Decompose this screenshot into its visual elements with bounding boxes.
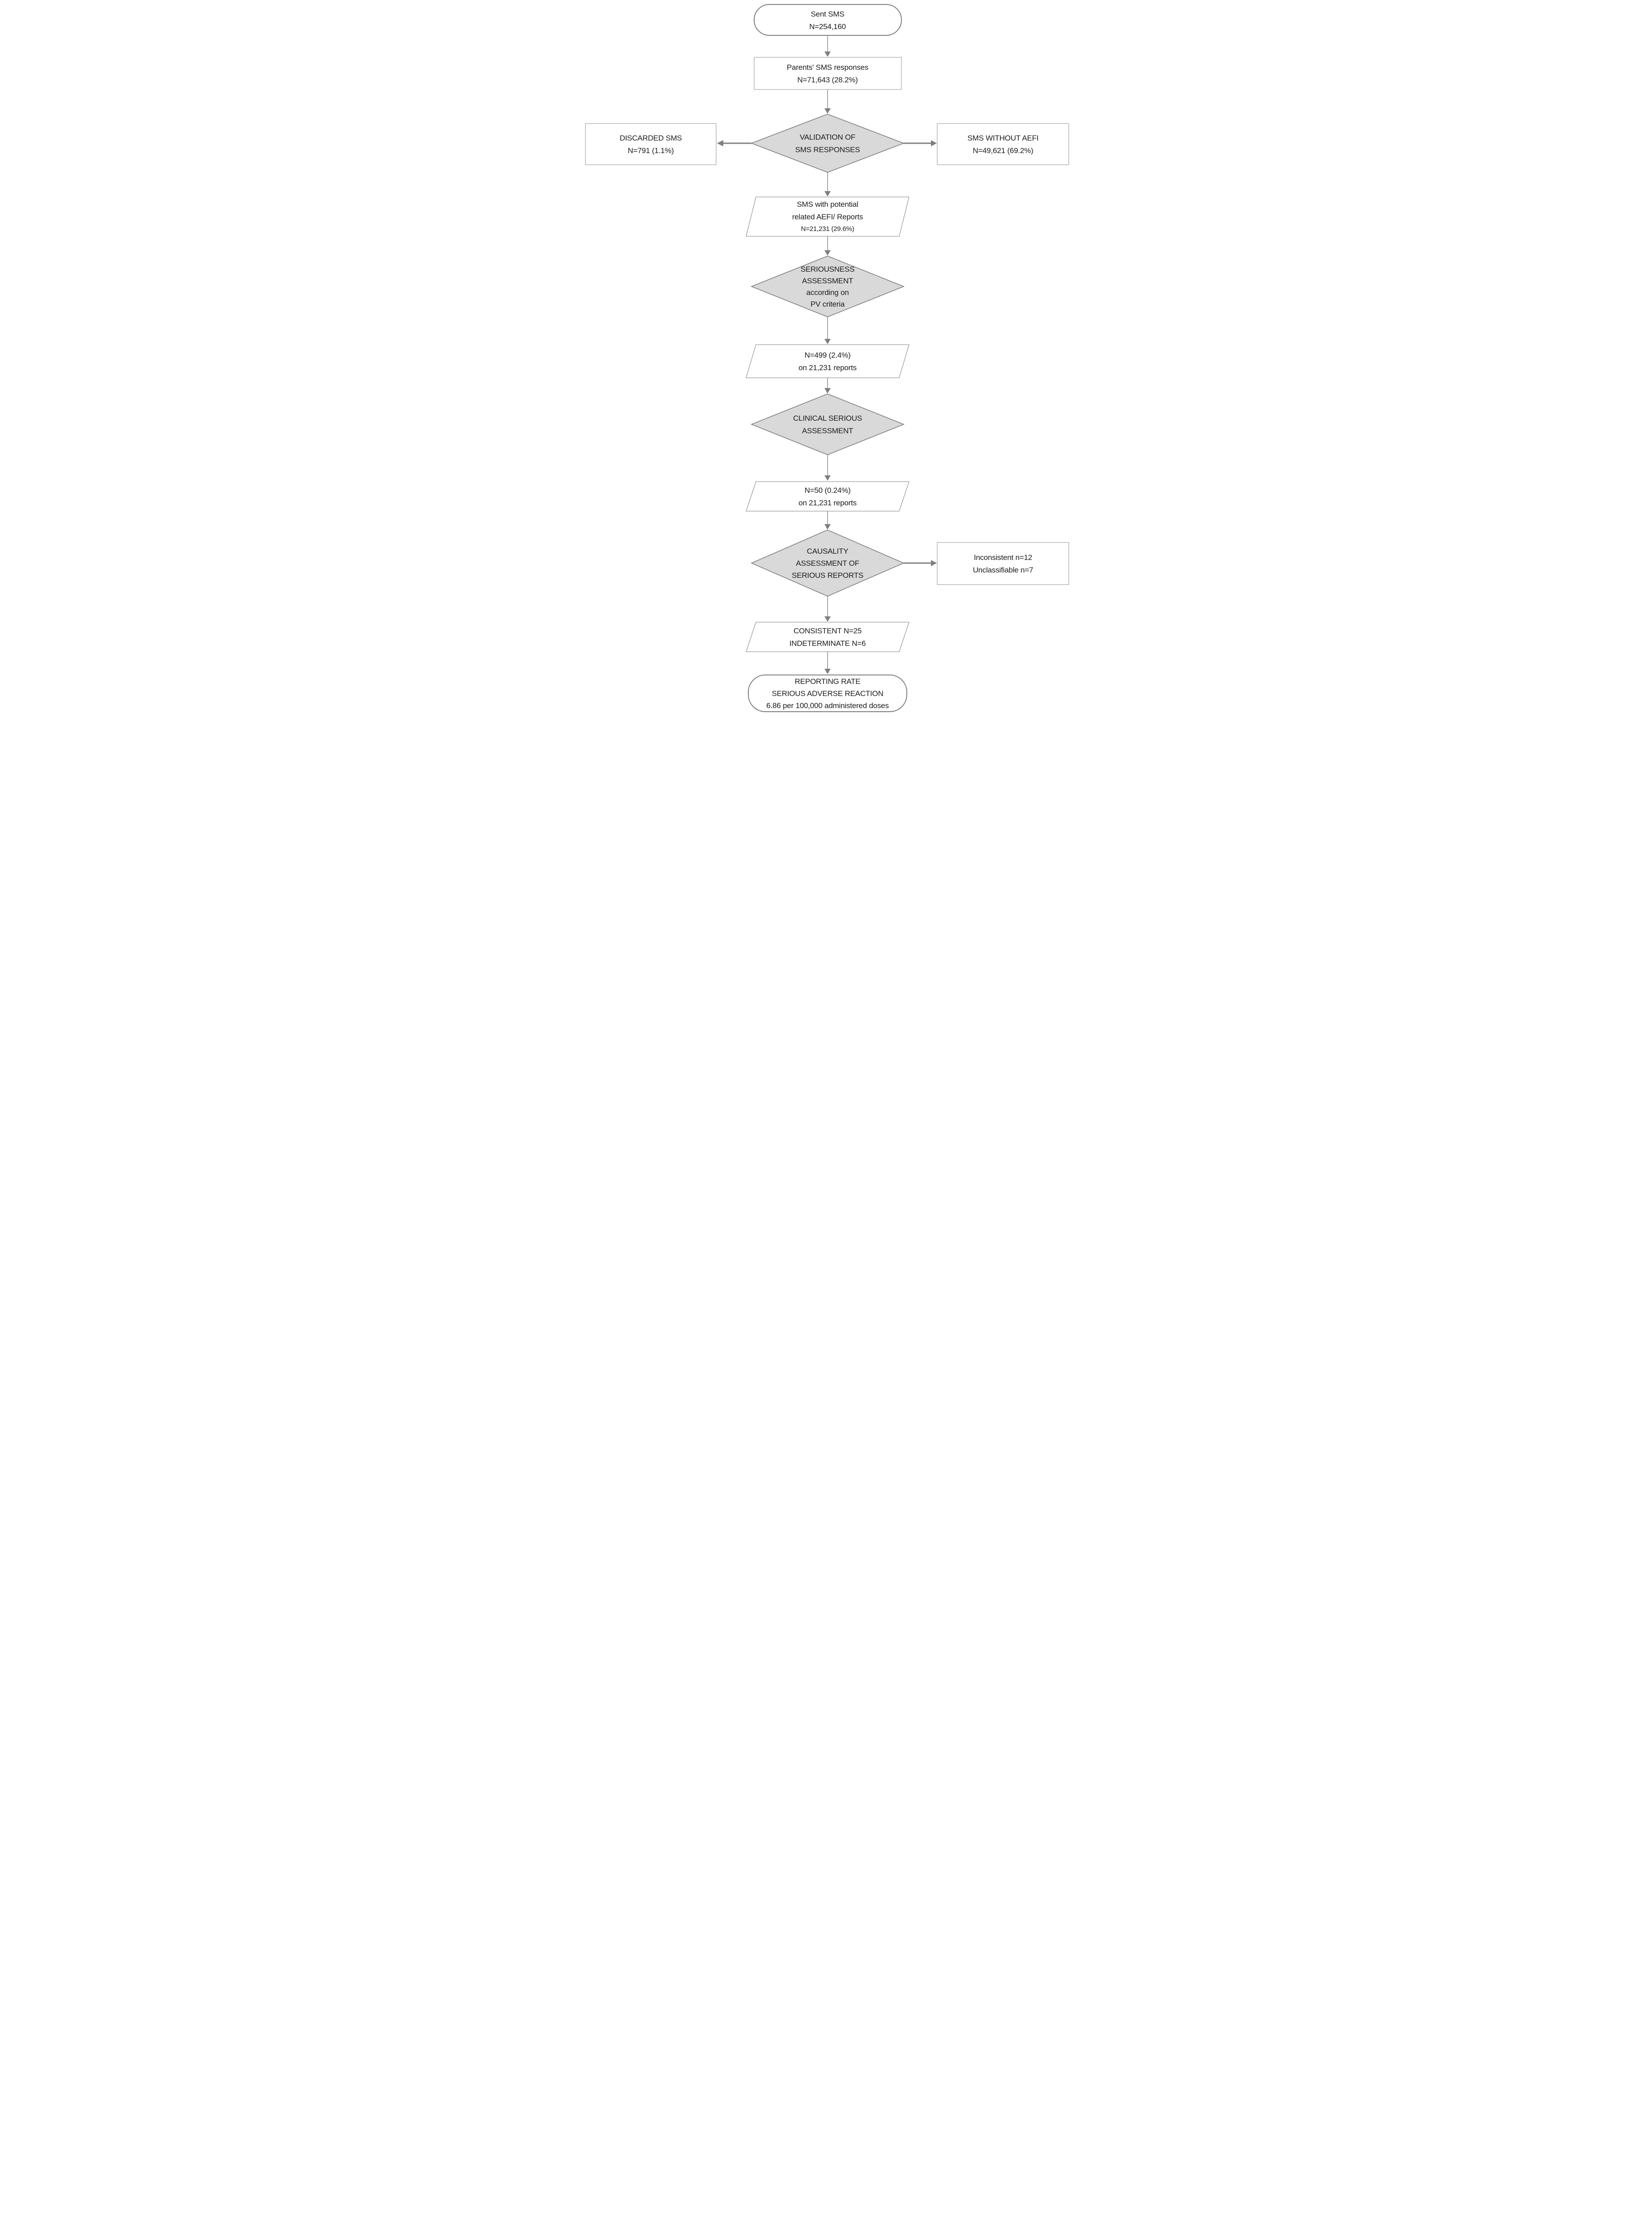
clinical-serious-shape <box>745 481 909 512</box>
parents-responses-line-2: N=71,643 (28.2%) <box>797 76 858 84</box>
inconsistent-line-2: Unclassifiable n=7 <box>973 566 1033 574</box>
reporting-rate-line-3: 6.86 per 100,000 administered doses <box>766 701 889 710</box>
node-consistent: CONSISTENT N=25 INDETERMINATE N=6 <box>745 622 909 652</box>
arrow-clinical-serious-to-causality <box>824 511 831 530</box>
arrow-potential-to-seriousness <box>824 236 831 256</box>
discarded-shape <box>585 123 717 165</box>
arrow-causality-to-inconsistent <box>903 560 937 566</box>
causality-line-3: SERIOUS REPORTS <box>791 571 863 580</box>
arrow-head <box>824 388 831 393</box>
arrow-validation-to-without-aefi <box>903 140 937 146</box>
node-causality: CAUSALITY ASSESSMENT OF SERIOUS REPORTS <box>750 530 905 597</box>
clinical-line-1: CLINICAL SERIOUS <box>793 414 862 423</box>
seriousness-line-3: according on <box>806 288 849 297</box>
arrow-head <box>824 524 831 530</box>
node-reporting-rate: REPORTING RATE SERIOUS ADVERSE REACTION … <box>747 675 907 712</box>
flowchart-canvas: Sent SMS N=254,160 Parents' SMS response… <box>585 4 1069 712</box>
arrow-seriousness-to-pv-serious <box>824 317 831 344</box>
node-discarded: DISCARDED SMS N=791 (1.1%) <box>585 123 717 165</box>
arrow-head <box>717 140 723 146</box>
node-potential-aefi: SMS with potential related AEFI/ Reports… <box>745 196 909 237</box>
pv-serious-line-2: on 21,231 reports <box>798 363 857 372</box>
sent-sms-line-1: Sent SMS <box>811 10 844 18</box>
node-seriousness: SERIOUSNESS ASSESSMENT according on PV c… <box>750 256 905 317</box>
arrow-validation-to-discarded <box>717 140 751 146</box>
node-validation: VALIDATION OF SMS RESPONSES <box>750 114 905 173</box>
arrow-pv-serious-to-clinical <box>824 378 831 393</box>
arrow-head <box>824 191 831 196</box>
arrow-head <box>931 560 937 566</box>
inconsistent-shape <box>936 542 1069 585</box>
clinical-serious-line-1: N=50 (0.24%) <box>804 486 850 495</box>
potential-aefi-line-3: N=21,231 (29.6%) <box>801 225 854 233</box>
potential-aefi-line-2: related AEFI/ Reports <box>792 213 862 221</box>
sent-sms-line-2: N=254,160 <box>809 22 846 31</box>
validation-line-2: SMS RESPONSES <box>795 145 860 154</box>
arrow-head <box>824 250 831 256</box>
node-clinical-serious: N=50 (0.24%) on 21,231 reports <box>745 481 909 512</box>
pv-serious-line-1: N=499 (2.4%) <box>804 351 850 359</box>
node-sent-sms: Sent SMS N=254,160 <box>753 4 902 36</box>
pv-serious-shape <box>745 344 909 378</box>
arrow-head <box>824 475 831 481</box>
causality-line-1: CAUSALITY <box>807 547 848 555</box>
without-aefi-line-2: N=49,621 (69.2%) <box>973 146 1033 155</box>
arrow-causality-to-consistent <box>824 596 831 622</box>
without-aefi-line-1: SMS WITHOUT AEFI <box>967 134 1038 142</box>
discarded-line-2: N=791 (1.1%) <box>628 146 674 155</box>
potential-aefi-shape <box>745 196 909 237</box>
parents-responses-line-1: Parents' SMS responses <box>786 63 868 72</box>
without-aefi-shape <box>936 123 1069 165</box>
flowchart: Sent SMS N=254,160 Parents' SMS response… <box>580 0 1072 717</box>
arrow-head <box>824 108 831 114</box>
clinical-serious-line-2: on 21,231 reports <box>798 499 857 507</box>
clinical-shape <box>750 393 905 455</box>
arrow-parents-to-validation <box>824 90 831 114</box>
node-inconsistent: Inconsistent n=12 Unclassifiable n=7 <box>936 542 1069 585</box>
arrow-clinical-to-clinical-serious <box>824 455 831 481</box>
node-pv-serious: N=499 (2.4%) on 21,231 reports <box>745 344 909 378</box>
reporting-rate-line-2: SERIOUS ADVERSE REACTION <box>772 689 883 698</box>
node-parents-responses: Parents' SMS responses N=71,643 (28.2%) <box>753 57 902 90</box>
discarded-line-1: DISCARDED SMS <box>619 134 682 142</box>
seriousness-line-1: SERIOUSNESS <box>800 265 854 273</box>
consistent-line-1: CONSISTENT N=25 <box>793 627 861 635</box>
arrow-head <box>824 339 831 344</box>
arrow-head <box>824 51 831 57</box>
node-clinical: CLINICAL SERIOUS ASSESSMENT <box>750 393 905 455</box>
arrow-head <box>824 669 831 674</box>
reporting-rate-line-1: REPORTING RATE <box>794 677 860 686</box>
seriousness-line-2: ASSESSMENT <box>802 277 853 285</box>
parents-responses-shape <box>753 57 902 90</box>
seriousness-line-4: PV criteria <box>810 300 845 308</box>
potential-aefi-line-1: SMS with potential <box>797 200 858 209</box>
validation-line-1: VALIDATION OF <box>799 133 855 141</box>
inconsistent-line-1: Inconsistent n=12 <box>973 553 1032 562</box>
consistent-line-2: INDETERMINATE N=6 <box>789 639 866 648</box>
arrow-sent-sms-to-parents <box>824 35 831 57</box>
node-without-aefi: SMS WITHOUT AEFI N=49,621 (69.2%) <box>936 123 1069 165</box>
arrow-validation-to-potential <box>824 172 831 196</box>
consistent-shape <box>745 622 909 652</box>
arrow-consistent-to-reporting-rate <box>824 652 831 674</box>
reporting-rate-shape <box>747 675 907 712</box>
clinical-line-2: ASSESSMENT <box>802 427 853 435</box>
arrow-head <box>931 140 937 146</box>
validation-shape <box>750 114 905 173</box>
arrow-head <box>824 616 831 622</box>
causality-line-2: ASSESSMENT OF <box>796 559 859 568</box>
